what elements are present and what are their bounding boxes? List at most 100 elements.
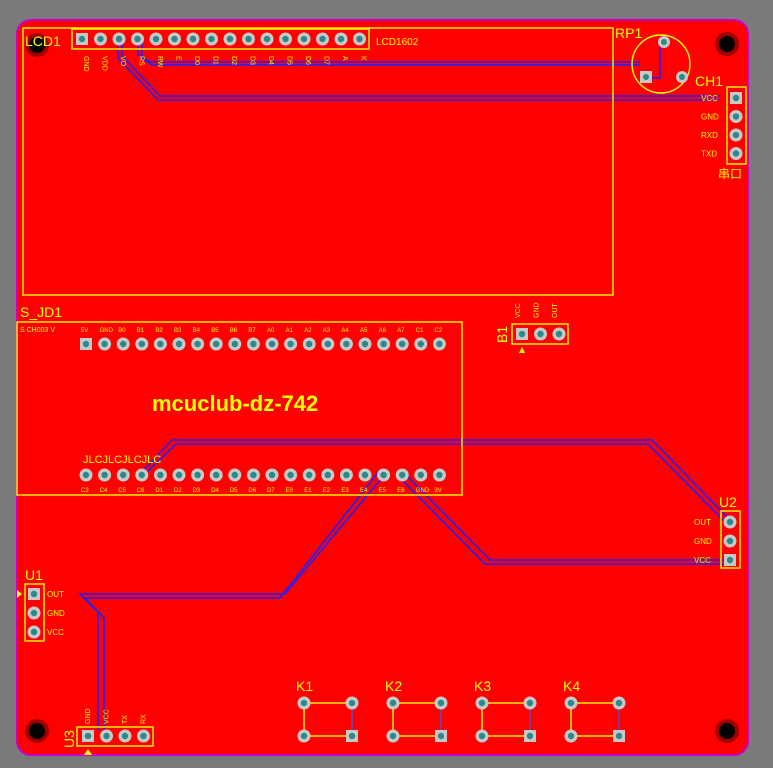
lcd-pin [279, 32, 292, 46]
lcd-pin-label: GND [82, 56, 89, 72]
lcd-pin-label: D7 [323, 56, 330, 65]
u3-pin-label: GND [85, 708, 92, 724]
jd-bottom-pin-label: E5 [379, 488, 387, 494]
jd-top-pin [246, 337, 260, 351]
switch-pad [386, 729, 400, 743]
u2-pin [723, 534, 737, 548]
u3-pin [137, 729, 150, 743]
u3-designator: U3 [61, 730, 77, 748]
ch1-pin-label: GND [701, 113, 719, 122]
jd-bottom-pin [339, 468, 353, 482]
jd-top-pin [191, 337, 205, 351]
jd-top-pin [116, 337, 130, 351]
jd-top-pin-label: B2 [155, 328, 163, 334]
jd-bottom-pin-label: D1 [155, 488, 163, 494]
lcd-pin-label: D2 [230, 56, 237, 65]
rp1-designator: RP1 [615, 25, 642, 41]
jd-top-pin-label: B1 [137, 328, 145, 334]
lcd-pin [205, 32, 218, 46]
jd-bottom-pin [284, 468, 298, 482]
lcd-header-outline [71, 28, 370, 50]
b1-pin [552, 327, 566, 341]
lcd-pin-label: D1 [212, 56, 219, 65]
jd-bottom-pin-label: E1 [304, 488, 312, 494]
ch1-pin [729, 110, 743, 123]
ch1-pin-label: TXD [701, 150, 717, 159]
jd-bottom-pin-label: E6 [397, 488, 405, 494]
jd-top-pin [284, 337, 298, 351]
lcd-pin-label: K [360, 56, 367, 61]
jd-bottom-pin-label: C4 [100, 488, 108, 494]
lcd-pin-label: VO [119, 56, 126, 67]
jd-top-pin-label: B5 [211, 328, 219, 334]
lcd-pin-label: A [341, 56, 348, 61]
jd-watermark: JLCJLCJLCJLC [83, 454, 161, 466]
board-copper [16, 19, 749, 756]
lcd-pin-label: VDD [101, 56, 108, 71]
u1-pin [27, 625, 41, 639]
trace [404, 473, 730, 561]
jd-top-pin [135, 337, 149, 351]
u3-pin [100, 729, 113, 743]
jd-bottom-pin-label: GND [416, 488, 430, 494]
jd-bottom-pin [79, 468, 93, 482]
ch1-pin-label: RXD [701, 131, 718, 140]
lcd-pin [260, 32, 274, 46]
u1-outline [24, 583, 45, 642]
lcd-pin [353, 32, 366, 46]
jd-bottom-pin-label: C3 [81, 488, 89, 494]
jd-bottom-pin [358, 468, 372, 482]
jd-bottom-pin-label: 3V [434, 488, 441, 494]
u1-pin [27, 606, 41, 620]
jd-bottom-pin-label: C6 [137, 488, 145, 494]
switch-pad [612, 696, 626, 710]
jd-top-pin [395, 337, 409, 351]
lcd-pin-label: D3 [249, 56, 256, 65]
jd-top-pin [414, 337, 428, 351]
switch-pad [523, 696, 537, 710]
jd-designator: S_JD1 [20, 304, 62, 320]
jd-bottom-pin-label: E3 [341, 488, 349, 494]
jd-bottom-pin [98, 468, 112, 482]
lcd-pin [186, 32, 200, 46]
jd-bottom-pin [246, 468, 260, 482]
mounting-holes [25, 32, 739, 743]
jd-top-pin [339, 337, 353, 351]
jd-top-pin-label: B7 [248, 328, 256, 334]
jd-bottom-pin-label: C5 [118, 488, 126, 494]
switch-pad [564, 696, 578, 710]
lcd-pin [334, 32, 348, 46]
jd-bottom-pin [377, 468, 391, 482]
lcd-pin [112, 32, 126, 46]
lcd-pin-label: D4 [267, 56, 274, 65]
lcd-pin [94, 32, 107, 46]
switch-pad [435, 730, 447, 742]
u3-pin-label: VCC [104, 709, 111, 724]
b1-outline [511, 323, 569, 345]
jd-bottom-pin-label: E2 [323, 488, 331, 494]
jd-bottom-pin-label: D7 [267, 488, 275, 494]
jd-bottom-pin [265, 468, 279, 482]
u2-pin-label: GND [694, 537, 712, 546]
lcd-pin [316, 32, 329, 46]
switch-pad [297, 696, 311, 710]
u3-pin [82, 730, 94, 742]
rp1-outline [631, 34, 691, 94]
jd-top-pin [172, 337, 186, 351]
lcd-name: LCD1602 [376, 37, 419, 48]
tact-switch: K4 [563, 678, 626, 743]
tact-switch: K1 [296, 678, 359, 743]
ch1-pin [729, 128, 743, 142]
switch-pad [475, 729, 489, 743]
jd-bottom-pin-label: E4 [360, 488, 368, 494]
switch-pad [386, 696, 400, 710]
jd-top-pin-label: B4 [193, 328, 201, 334]
u3-outline [76, 726, 154, 747]
u3-pin-label: RX [141, 714, 148, 724]
u2-pin-label: OUT [694, 518, 711, 527]
u3-pin-label: TX [122, 715, 129, 724]
jd-top-pin [209, 337, 223, 351]
